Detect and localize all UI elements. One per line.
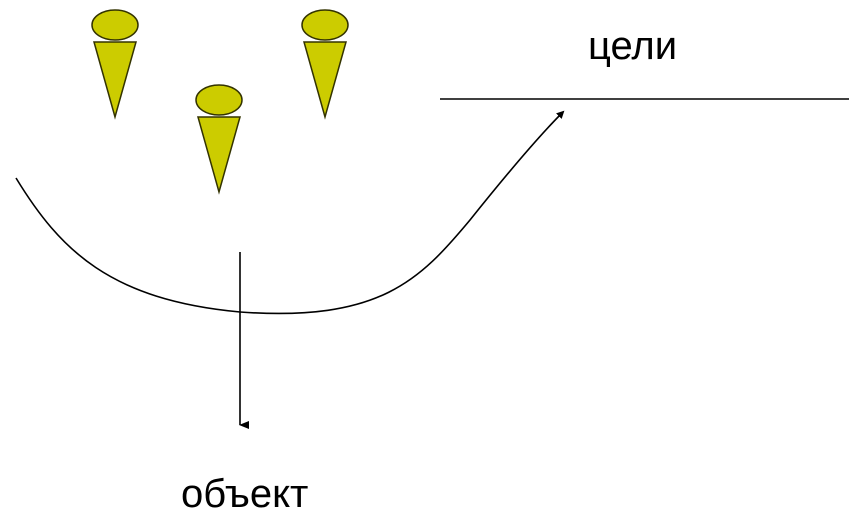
figure-left-head <box>91 9 139 41</box>
figure-middle-head <box>195 84 243 116</box>
curve-to-goals <box>15 110 565 315</box>
goals-label: цели <box>588 24 678 68</box>
figure-left <box>91 9 139 120</box>
object-label: объект <box>181 472 309 516</box>
figure-right-body <box>303 41 347 120</box>
figure-right <box>301 9 349 120</box>
figure-middle <box>195 84 243 195</box>
figure-right-head <box>301 9 349 41</box>
figure-middle-body <box>197 116 241 195</box>
figure-left-body <box>93 41 137 120</box>
